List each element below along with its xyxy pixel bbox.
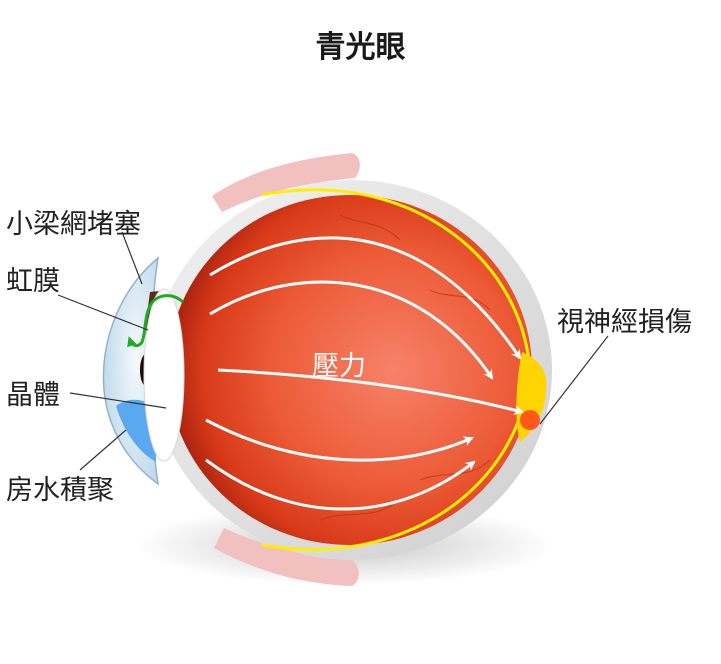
lens xyxy=(143,288,185,462)
pressure-arrow-2 xyxy=(209,280,494,380)
blood-vessels xyxy=(319,214,491,521)
label-iris: 虹膜 xyxy=(6,266,60,297)
outflow-arrow xyxy=(127,294,185,348)
leader-lines xyxy=(57,231,609,471)
leader-trabecular xyxy=(121,231,143,285)
leader-optic-nerve xyxy=(539,335,609,425)
label-optic-nerve-damage: 視神經損傷 xyxy=(557,307,692,338)
pressure-arrow-5 xyxy=(205,458,476,511)
optic-nerve-damage xyxy=(520,410,540,430)
eyeball xyxy=(168,195,532,545)
label-lens: 晶體 xyxy=(6,380,60,411)
pressure-arrow-1 xyxy=(209,236,522,360)
leader-aqueous xyxy=(79,429,127,471)
lower-eyelid xyxy=(214,528,359,586)
upper-eyelid xyxy=(212,153,360,212)
pressure-arrow-4 xyxy=(205,418,474,462)
leader-iris xyxy=(57,294,149,331)
label-aqueous-accumulation: 房水積聚 xyxy=(6,475,114,506)
leader-lens xyxy=(69,392,167,409)
diagram-title: 青光眼 xyxy=(315,30,406,65)
pressure-arrow-3 xyxy=(217,368,524,415)
label-pressure: 壓力 xyxy=(312,351,366,382)
pressure-arrows xyxy=(205,236,524,511)
label-trabecular-meshwork-blocked: 小梁網堵塞 xyxy=(6,209,141,240)
